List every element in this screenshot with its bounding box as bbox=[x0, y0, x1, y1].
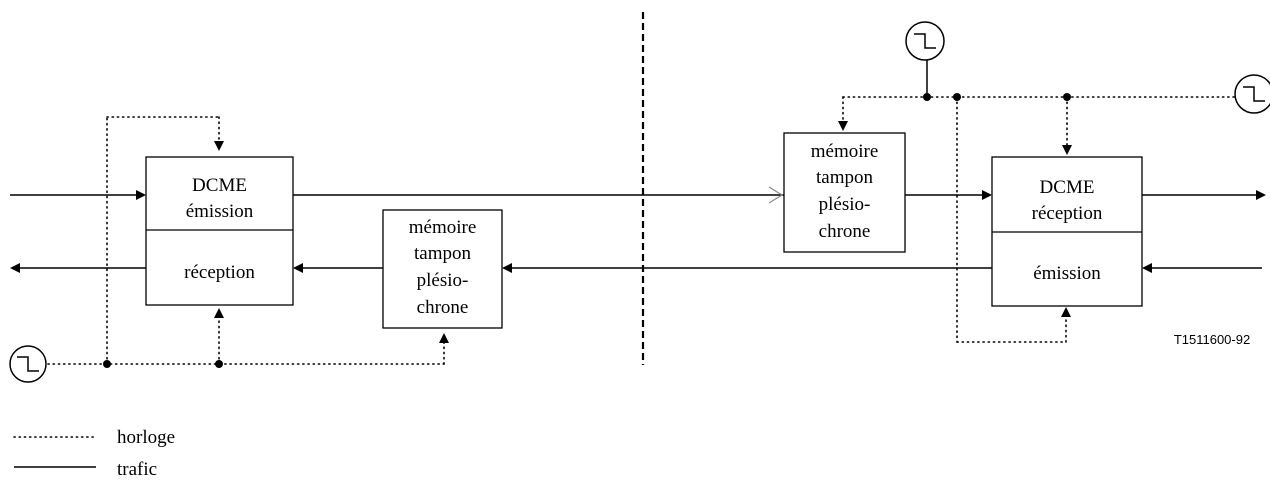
left-dcme-top-line1: DCME bbox=[192, 175, 247, 196]
traffic-paths bbox=[10, 186, 1266, 273]
legend-clock-label: horloge bbox=[117, 427, 175, 448]
right-clock-generator-icon bbox=[1234, 74, 1270, 114]
left-dcme-bottom-label: réception bbox=[184, 262, 255, 283]
left-plesiochronous-buffer: mémoire tampon plésio- chrone bbox=[382, 209, 503, 329]
right-dcme-top-line2: réception bbox=[1032, 203, 1103, 224]
left-buffer-line2: tampon bbox=[414, 243, 471, 264]
legend: horloge trafic bbox=[13, 427, 175, 480]
right-buffer-line4: chrone bbox=[819, 221, 871, 242]
legend-traffic-label: trafic bbox=[117, 459, 157, 480]
right-dcme-top-line1: DCME bbox=[1040, 177, 1095, 198]
right-dcme-unit: DCME réception émission bbox=[991, 156, 1143, 307]
right-buffer-line3: plésio- bbox=[819, 194, 871, 215]
right-plesiochronous-buffer: mémoire tampon plésio- chrone bbox=[783, 132, 906, 253]
top-clock-generator-icon bbox=[905, 21, 945, 61]
right-clock-network bbox=[838, 60, 1239, 343]
right-buffer-line1: mémoire bbox=[811, 141, 879, 162]
left-dcme-unit: DCME émission réception bbox=[145, 156, 294, 306]
right-dcme-bottom-label: émission bbox=[1033, 263, 1101, 284]
right-buffer-line2: tampon bbox=[816, 167, 873, 188]
left-buffer-line1: mémoire bbox=[409, 217, 477, 238]
left-clock-generator-icon bbox=[9, 345, 47, 383]
left-buffer-line4: chrone bbox=[417, 297, 469, 318]
figure-reference-code: T1511600-92 bbox=[1174, 332, 1250, 347]
left-clock-network bbox=[47, 116, 449, 368]
left-buffer-line3: plésio- bbox=[417, 270, 469, 291]
left-dcme-top-line2: émission bbox=[186, 201, 254, 222]
